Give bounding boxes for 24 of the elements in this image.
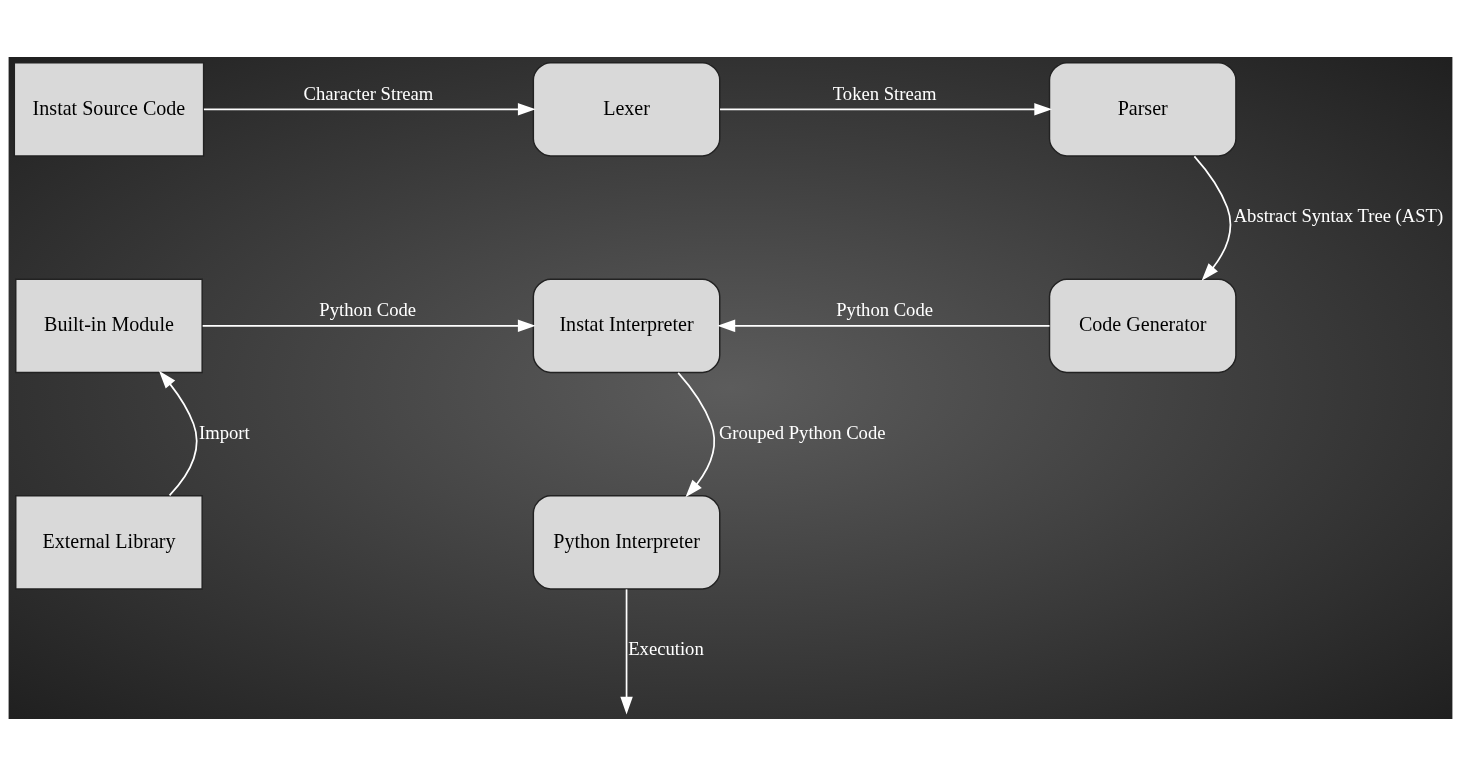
edge-label: Import	[199, 421, 250, 443]
node-box: Instat Source Code	[13, 62, 205, 157]
node-box: Lexer	[532, 62, 721, 157]
arrow	[719, 103, 1053, 116]
node-box: Code Generator	[1048, 278, 1237, 374]
edge-label: Character Stream	[303, 82, 434, 104]
arrow	[677, 372, 716, 498]
arrow	[203, 103, 536, 116]
arrow	[717, 319, 1051, 333]
node-box: External Library	[15, 495, 203, 590]
edge-label: Python Code	[836, 299, 934, 321]
edge-label: Python Code	[319, 299, 417, 321]
edge-label: Token Stream	[832, 82, 937, 104]
edge-label: Grouped Python Code	[718, 421, 886, 443]
arrow	[620, 588, 633, 715]
edge-label: Execution	[628, 638, 704, 660]
node-box: Built-in Module	[15, 278, 203, 374]
node-box: Python Interpreter	[532, 495, 721, 590]
node-box: Parser	[1048, 62, 1237, 157]
arrow	[201, 319, 536, 333]
arrow	[158, 370, 198, 497]
node-box: Instat Interpreter	[532, 278, 721, 374]
edge-label: Abstract Syntax Tree (AST)	[1233, 205, 1444, 227]
arrow	[1193, 155, 1232, 281]
